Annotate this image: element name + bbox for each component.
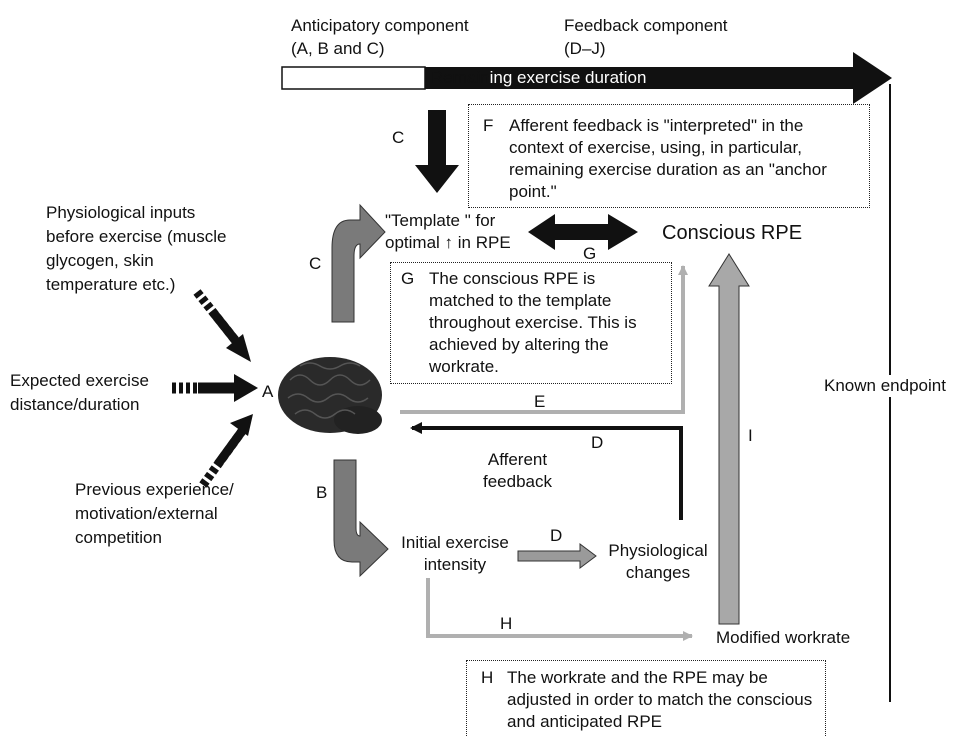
bar-label-part-a: Remain [431, 68, 490, 87]
input-previous: Previous experience/ motivation/external… [75, 480, 234, 547]
initial-intensity-node: Initial exercise intensity [401, 533, 509, 574]
arrow-e [400, 265, 688, 414]
arrow-d-feedback [410, 422, 683, 520]
input-physiological: Physiological inputs before exercise (mu… [46, 203, 227, 294]
label-i: I [748, 426, 753, 445]
remaining-duration-arrow [281, 52, 892, 104]
arrow-physiological-to-a [193, 289, 251, 362]
physiological-changes-node: Physiological changes [608, 541, 708, 582]
bar-label-part-b: ing exercise duration [489, 68, 647, 87]
template-node: "Template " for optimal ↑ in RPE [385, 211, 511, 252]
arrow-expected-to-a [172, 374, 258, 402]
anticipatory-title: Anticipatory component [291, 16, 469, 35]
note-box-h: H The workrate and the RPE may be adjust… [466, 660, 826, 737]
conscious-rpe-node: Conscious RPE [662, 222, 803, 244]
label-c-upper: C [392, 128, 405, 147]
label-c-lower: C [309, 254, 322, 273]
label-h: H [500, 614, 513, 633]
arrow-d-small [517, 543, 597, 569]
arrow-previous-to-a [199, 414, 253, 488]
note-letter-h: H [481, 668, 494, 687]
note-letter-f: F [483, 116, 494, 135]
label-e: E [534, 392, 546, 411]
anticipatory-subtitle: (A, B and C) [291, 39, 385, 58]
arrow-i-up [708, 253, 750, 625]
note-box-g: G The conscious RPE is matched to the te… [390, 262, 672, 384]
note-letter-g: G [401, 269, 415, 288]
brain-image [278, 357, 382, 434]
note-box-f: F Afferent feedback is "interpreted" in … [468, 104, 870, 208]
note-text-f: Afferent feedback is "interpreted" in th… [509, 116, 827, 201]
modified-workrate-node: Modified workrate [716, 628, 851, 647]
arrow-c-curved [331, 203, 386, 323]
input-expected: Expected exercise distance/duration [10, 371, 149, 414]
label-g: G [583, 244, 597, 263]
afferent-feedback-label: Afferent feedback [483, 450, 552, 491]
label-d-lower: D [550, 526, 563, 545]
arrow-h [426, 578, 693, 641]
feedback-subtitle: (D–J) [564, 39, 606, 58]
arrow-g-double [528, 214, 638, 250]
arrow-b-curved [333, 459, 389, 578]
feedback-title: Feedback component [564, 16, 728, 35]
note-text-g: The conscious RPE is matched to the temp… [429, 269, 637, 376]
label-b: B [316, 483, 328, 502]
note-text-h: The workrate and the RPE may be adjusted… [507, 668, 813, 731]
bar-label-remaining: Remaining exercise duration [431, 67, 646, 89]
label-d-upper: D [591, 433, 604, 452]
known-endpoint-label: Known endpoint [822, 375, 948, 397]
arrow-c-down [415, 110, 459, 193]
label-a: A [262, 382, 274, 401]
